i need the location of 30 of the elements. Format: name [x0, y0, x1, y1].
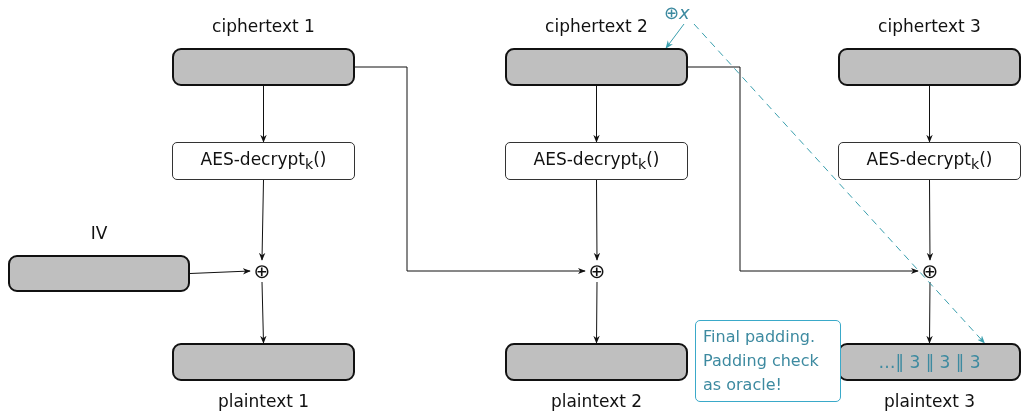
arrow [926, 85, 933, 143]
arrow [926, 281, 933, 344]
xor-symbol: ⊕ [588, 261, 606, 281]
note-text: Final padding. Padding check as oracle! [703, 326, 820, 396]
arrow [665, 23, 685, 49]
block-label: plaintext 3 [883, 391, 976, 411]
xor-symbol: ⊕ [921, 261, 939, 281]
arrow [354, 66, 586, 275]
block-label: plaintext 2 [550, 391, 643, 411]
arrow [926, 179, 934, 261]
arrow [593, 85, 600, 143]
arrow [593, 179, 601, 261]
xor-symbol: ⊕ [253, 261, 271, 281]
block-label: ciphertext 1 [212, 16, 315, 36]
xor-label: ⊕x [664, 2, 690, 23]
dashed-arrow [693, 23, 985, 344]
arrow [189, 268, 251, 275]
block-text: AES-decrypt$_{k}$() [533, 149, 660, 173]
block-text: AES-decrypt$_{k}$() [200, 149, 327, 173]
block-label: ciphertext 3 [878, 16, 981, 36]
block-text: AES-decrypt$_{k}$() [866, 149, 993, 173]
arrow [593, 281, 600, 344]
arrow [258, 179, 266, 261]
block-label: plaintext 1 [217, 391, 310, 411]
arrow [260, 281, 267, 344]
arrow [260, 85, 267, 143]
block-label: ciphertext 2 [545, 16, 648, 36]
block-label: IV [90, 223, 108, 243]
arrow [687, 66, 919, 275]
block-text: …‖ 3 ‖ 3 ‖ 3 [878, 352, 981, 372]
